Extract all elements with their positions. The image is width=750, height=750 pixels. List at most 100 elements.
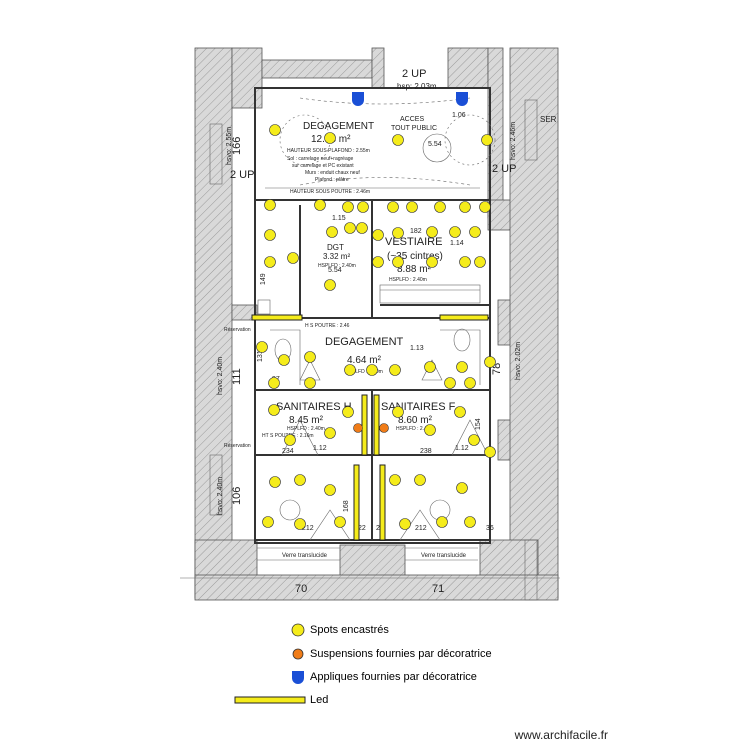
spot-icon <box>294 518 306 530</box>
suspensions <box>353 423 389 433</box>
spot-icon <box>304 351 316 363</box>
spot-icon <box>464 377 476 389</box>
spot-icon <box>436 516 448 528</box>
spot-icon <box>269 476 281 488</box>
spot-icon <box>484 356 496 368</box>
note-hsp-top: hsp: 2.03m <box>397 82 437 91</box>
spot-icon <box>294 474 306 486</box>
spot-icon <box>264 256 276 268</box>
dim-70: 70 <box>295 583 307 595</box>
note-plafond: Plafond : plâtre <box>315 177 349 183</box>
spot-icon <box>324 484 336 496</box>
room-hs-sanitaires-f: HSPLFD : 2.40m <box>396 426 434 432</box>
dim-234: 234 <box>282 448 294 455</box>
spot-icon <box>459 201 471 213</box>
spot-icon <box>414 474 426 486</box>
led-strip <box>379 464 386 541</box>
spot-icon <box>449 226 461 238</box>
spot-icon <box>287 252 299 264</box>
spot-icon <box>262 516 274 528</box>
dim-1-06: 1.06 <box>452 112 466 119</box>
spot-icon <box>324 132 336 144</box>
dim-71: 71 <box>432 583 444 595</box>
spot-icon <box>372 256 384 268</box>
legend-label-led: Led <box>310 694 329 706</box>
dim-1-12-b: 1.12 <box>455 445 469 452</box>
spot-icon <box>256 341 268 353</box>
spot-icon <box>344 222 356 234</box>
note-sol-2: sur carrelage et PC existant <box>292 163 354 169</box>
spot-icon <box>392 256 404 268</box>
spot-icon <box>324 427 336 439</box>
room-hs-dgt: HSPLFD : 2.40m <box>318 263 356 269</box>
spot-icon <box>454 406 466 418</box>
note-hauteur-plafond: HAUTEUR SOUS PLAFOND : 2.55m <box>287 148 370 154</box>
note-hs-poutre: H S POUTRE : 2.46 <box>305 323 350 329</box>
spot-icon <box>392 227 404 239</box>
spot-icon <box>389 364 401 376</box>
spot-icon <box>264 199 276 211</box>
spot-icon <box>344 364 356 376</box>
spot-icon <box>356 222 368 234</box>
dim-166: 166 <box>231 137 243 155</box>
room-area-dgt: 3.32 m² <box>323 252 350 261</box>
legend-row-appliques: Appliques fournies par décoratrice <box>230 667 477 687</box>
suspension-icon <box>353 423 363 433</box>
room-name-degagement-top: DEGAGEMENT <box>303 121 374 132</box>
blue-drop-icon <box>230 667 310 687</box>
room-name-sanitaires-f: SANITAIRES F <box>381 401 456 413</box>
dim-36: 36 <box>486 525 494 532</box>
spot-icon <box>424 424 436 436</box>
spot-icon <box>392 134 404 146</box>
note-acces: ACCES <box>400 116 424 123</box>
spot-icon <box>314 199 326 211</box>
led-strip <box>373 394 380 456</box>
led-strips <box>251 314 489 541</box>
led-bar-icon <box>230 690 310 710</box>
note-two-up-top: 2 UP <box>402 68 426 80</box>
room-hs-degagement-mid: HSPLFD : 2.40m <box>345 369 383 375</box>
applique-icon <box>352 92 364 106</box>
dim-111: 111 <box>231 368 243 385</box>
spot-icon <box>479 201 491 213</box>
spot-icon <box>326 226 338 238</box>
room-name-degagement-mid: DEGAGEMENT <box>325 336 404 348</box>
room-hs-sanitaires-h: HSPLFD : 2.40m <box>287 426 325 432</box>
legend-row-spots: Spots encastrés <box>230 620 389 640</box>
spot-icon <box>366 364 378 376</box>
spot-icon <box>284 434 296 446</box>
dim-1-15: 1.15 <box>332 215 346 222</box>
spot-icon <box>304 377 316 389</box>
note-verre-2: Verre translucide <box>421 553 467 559</box>
dim-238: 238 <box>420 448 432 455</box>
room-area-sanitaires-f: 8.60 m² <box>398 415 433 426</box>
dim-1-13: 1.13 <box>410 345 424 352</box>
spot-icon <box>399 518 411 530</box>
room-sub-vestiaire: (~35 cintres) <box>387 251 443 262</box>
room-area-sanitaires-h: 8.45 m² <box>289 415 324 426</box>
orange-dot-icon <box>230 644 310 664</box>
hsvo-5: hsvo: 2.02m <box>515 342 522 380</box>
legend-label-appliques: Appliques fournies par décoratrice <box>310 671 477 683</box>
room-area-degagement-mid: 4.64 m² <box>347 355 382 366</box>
legend-label-spots: Spots encastrés <box>310 624 389 636</box>
note-murs: Murs : enduit chaux neuf <box>305 170 360 176</box>
spot-icon <box>389 474 401 486</box>
note-tout-public: TOUT PUBLIC <box>391 125 437 132</box>
legend-row-suspensions: Suspensions fournies par décoratrice <box>230 644 492 664</box>
note-sol-1: Sol : carrelage neuf+ragréage <box>287 156 354 162</box>
spot-icon <box>468 434 480 446</box>
dim-212-b: 212 <box>415 525 427 532</box>
room-name-dgt: DGT <box>327 243 344 252</box>
hsvo-1: hsvo: 2.55m <box>226 127 233 165</box>
led-strip <box>439 314 489 321</box>
spot-icon <box>456 482 468 494</box>
led-strip <box>353 464 360 541</box>
dim-22-a: 22 <box>358 525 366 532</box>
room-area-vestiaire: 8.88 m² <box>397 264 432 275</box>
credit-link[interactable]: www.archifacile.fr <box>514 728 608 742</box>
dim-5-54-b: 5.54 <box>328 267 342 274</box>
note-two-up-right: 2 UP <box>492 163 516 175</box>
spot-icon <box>456 361 468 373</box>
